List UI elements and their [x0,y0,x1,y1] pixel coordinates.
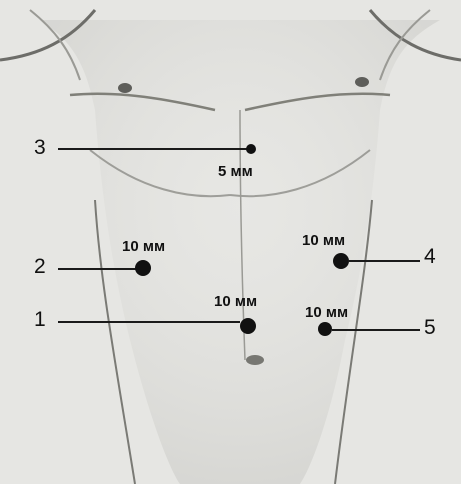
marker-5-leader-line [332,329,420,331]
marker-2-leader-line [58,268,138,270]
marker-3-leader-line [58,148,250,150]
marker-2-number: 2 [34,255,46,279]
marker-4-leader-line [348,260,420,262]
marker-4-size-label: 10 мм [302,232,345,249]
marker-2-dot [135,260,151,276]
marker-4-dot [333,253,349,269]
marker-5-size-label: 10 мм [305,304,348,321]
marker-3-size-label: 5 мм [218,163,253,180]
marker-4-number: 4 [424,245,436,269]
marker-5-number: 5 [424,316,436,340]
marker-1-number: 1 [34,308,46,332]
marker-1-leader-line [58,321,240,323]
marker-3-dot [246,144,256,154]
marker-5-dot [318,322,332,336]
marker-1-size-label: 10 мм [214,293,257,310]
marker-1-dot [240,318,256,334]
marker-2-size-label: 10 мм [122,238,165,255]
marker-3-number: 3 [34,136,46,160]
